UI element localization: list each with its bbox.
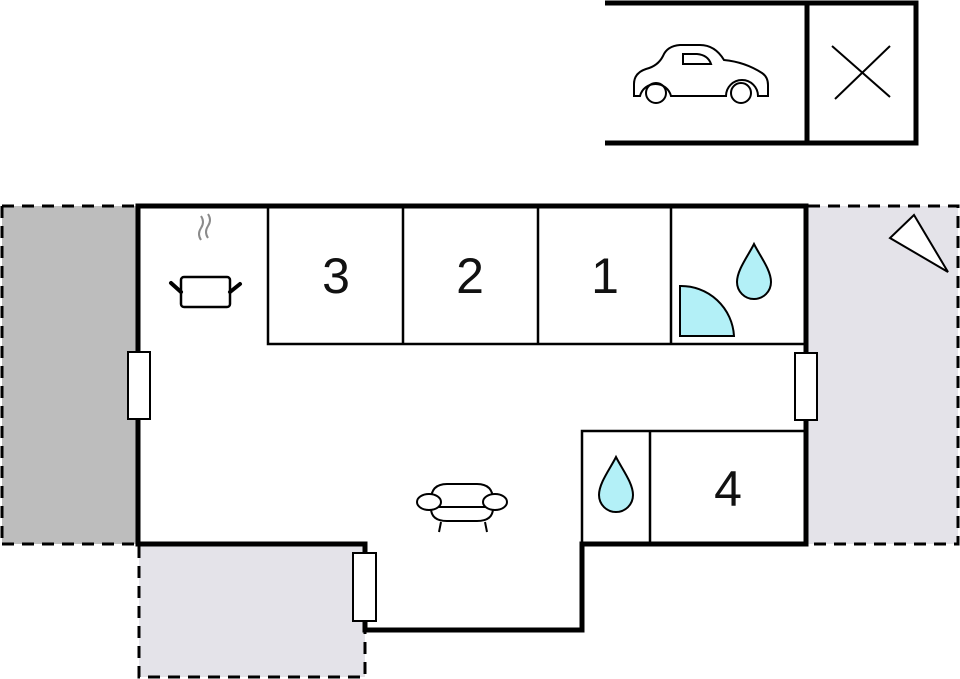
door-right <box>794 352 818 421</box>
room-label-3: 3 <box>322 248 350 304</box>
cooking-pot-icon <box>169 213 242 309</box>
room-label-2: 2 <box>456 248 484 304</box>
terrace-left <box>0 204 138 546</box>
terrace-bottom <box>137 546 367 679</box>
room-label-1: 1 <box>591 248 619 304</box>
carport <box>605 0 919 146</box>
water-drop-icon <box>597 454 635 513</box>
door-bottom <box>352 552 377 622</box>
water-drop-icon <box>735 241 773 300</box>
car-icon <box>633 44 769 104</box>
x-mark-icon <box>831 45 891 100</box>
door-left <box>127 351 151 420</box>
north-arrow-icon <box>888 213 949 273</box>
room-label-4: 4 <box>714 461 742 517</box>
armchair-icon <box>416 483 508 533</box>
exterior-walls <box>135 203 809 633</box>
interior-walls <box>266 206 806 544</box>
shower-quarter-circle-icon <box>679 284 736 337</box>
house-floor <box>138 206 806 630</box>
